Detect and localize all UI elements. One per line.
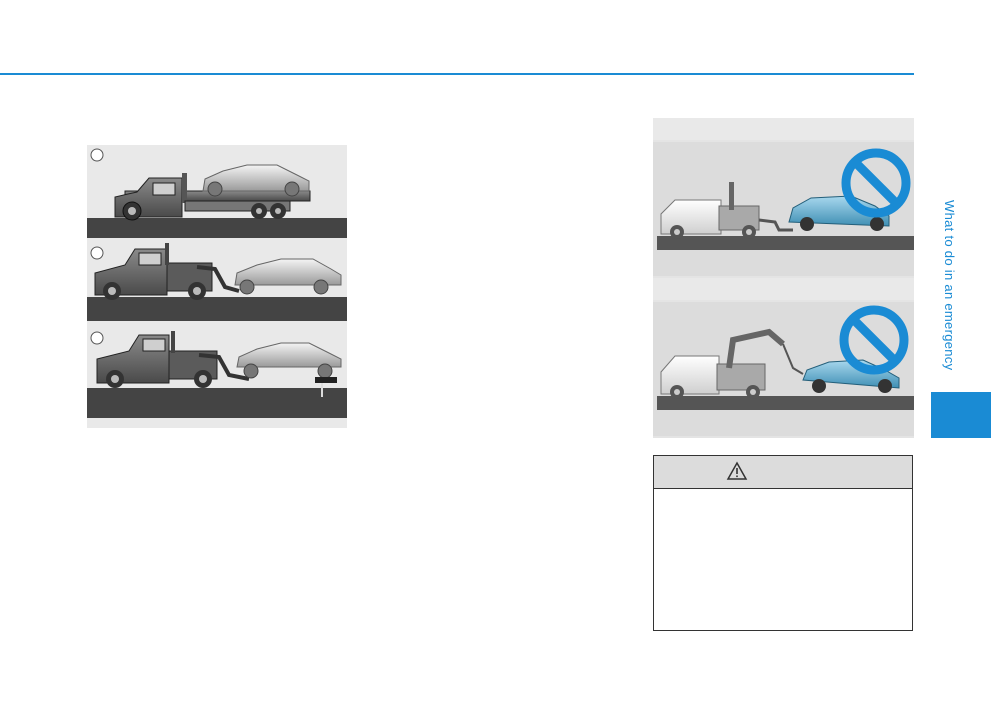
prohibited-towing-figure [653, 118, 914, 438]
crane-tow-panel [657, 305, 914, 410]
warning-box [653, 455, 913, 631]
towing-methods-figure [87, 145, 347, 428]
callout-1 [90, 148, 104, 162]
chapter-tab [931, 392, 991, 438]
no-symbol-icon [839, 305, 909, 375]
section-label-text: What to do in an emergency [942, 200, 957, 371]
sling-tow-panel [657, 148, 914, 250]
warning-triangle-icon [726, 461, 748, 486]
header-rule [0, 73, 914, 75]
callout-3 [90, 331, 104, 345]
warning-header [654, 456, 912, 489]
callout-2 [90, 246, 104, 260]
no-symbol-icon [841, 148, 911, 218]
flatbed-truck-panel [87, 148, 347, 238]
section-side-label: What to do in an emergency [942, 200, 964, 390]
wheel-lift-panel [87, 243, 347, 321]
wheel-lift-dollies-panel [87, 331, 347, 418]
